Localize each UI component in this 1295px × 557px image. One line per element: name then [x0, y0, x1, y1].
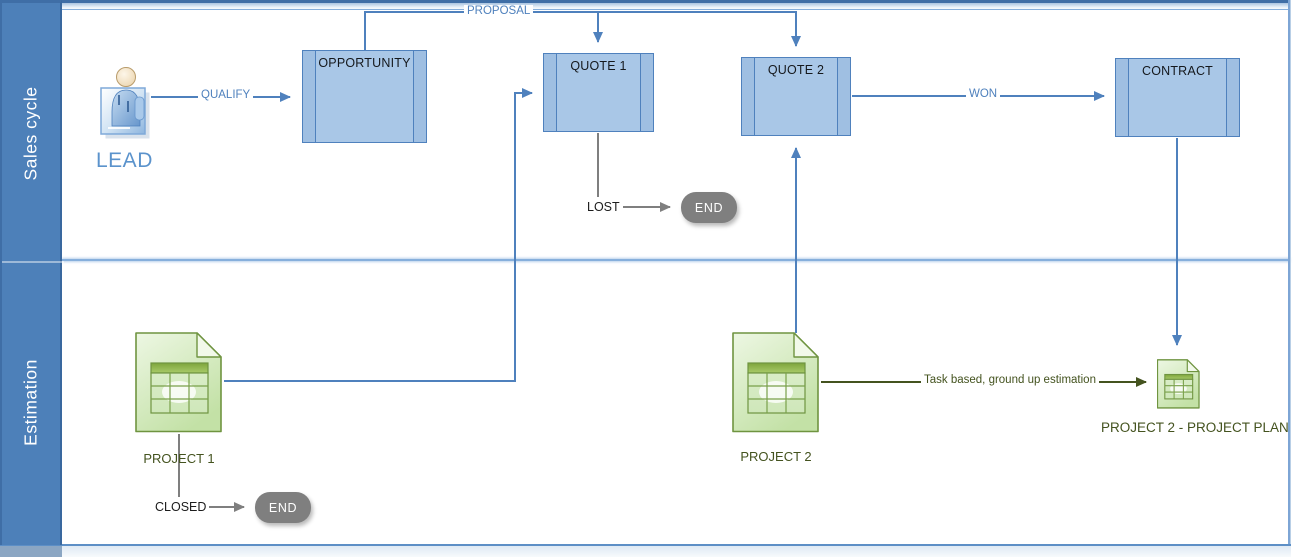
quote1-node[interactable]: QUOTE 1	[543, 53, 654, 132]
subprocess-band-left	[742, 58, 755, 135]
lane-title-sales-cycle: Sales cycle	[20, 86, 41, 181]
subprocess-band-left	[544, 54, 557, 131]
end-terminator-closed[interactable]: END	[255, 492, 311, 523]
lead-label: LEAD	[96, 149, 153, 172]
lane-separator	[62, 259, 1290, 261]
project-plan-document-icon[interactable]	[1156, 358, 1200, 410]
closed-connector-label: CLOSED	[152, 500, 210, 514]
qualify-connector-label: QUALIFY	[198, 89, 254, 101]
diagram-right-border	[1288, 0, 1291, 546]
opportunity-label: OPPORTUNITY	[318, 56, 411, 70]
project1-document-icon[interactable]	[135, 332, 223, 433]
subprocess-band-right	[640, 54, 653, 131]
lane-title-estimation: Estimation	[20, 359, 41, 446]
connector-proposal-line	[364, 11, 801, 50]
opportunity-node[interactable]: OPPORTUNITY	[302, 50, 427, 143]
bottom-strip	[0, 546, 1291, 557]
subprocess-band-right	[1226, 59, 1239, 136]
project2-label: PROJECT 2	[740, 449, 812, 464]
lost-connector-label: LOST	[584, 200, 623, 214]
subprocess-band-left	[1116, 59, 1129, 136]
quote1-label: QUOTE 1	[570, 59, 627, 73]
bottom-corner	[0, 546, 62, 557]
subprocess-band-right	[837, 58, 850, 135]
project-plan-label: PROJECT 2 - PROJECT PLAN	[1101, 420, 1289, 435]
diagram-top-band	[0, 0, 1291, 10]
subprocess-band-left	[303, 51, 316, 142]
quote2-label: QUOTE 2	[767, 63, 825, 77]
lead-person-icon[interactable]	[98, 66, 150, 140]
lane-band-notch	[2, 261, 64, 263]
end-terminator-lost[interactable]: END	[681, 192, 737, 223]
project1-label: PROJECT 1	[143, 451, 215, 466]
contract-label: CONTRACT	[1141, 64, 1214, 78]
subprocess-band-right	[413, 51, 426, 142]
project2-document-icon[interactable]	[732, 332, 820, 433]
proposal-connector-label: PROPOSAL	[464, 5, 534, 17]
quote2-node[interactable]: QUOTE 2	[741, 57, 851, 136]
diagram-bottom-border	[0, 544, 1291, 546]
estimation-connector-label: Task based, ground up estimation	[921, 374, 1099, 386]
lane-title-band	[0, 0, 64, 545]
contract-node[interactable]: CONTRACT	[1115, 58, 1240, 137]
won-connector-label: WON	[966, 88, 1001, 100]
